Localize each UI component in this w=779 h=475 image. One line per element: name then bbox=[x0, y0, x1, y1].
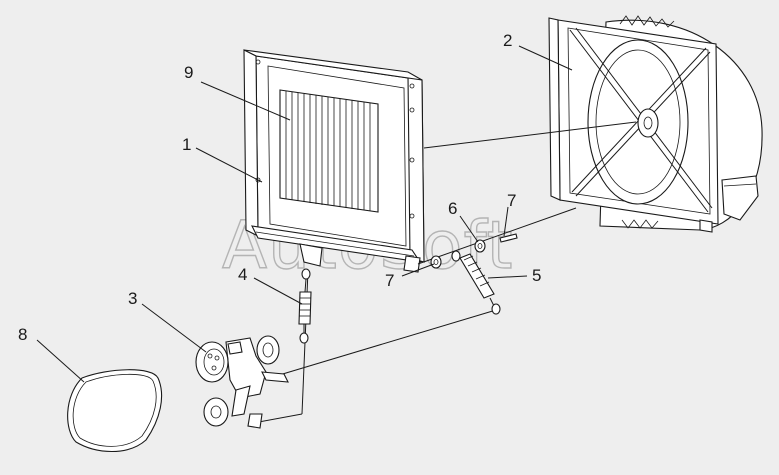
callout-numbers: 9 1 2 3 4 5 6 7 7 8 bbox=[18, 31, 541, 344]
fan-shroud-part bbox=[548, 15, 763, 233]
callout-9: 9 bbox=[184, 63, 193, 82]
callout-6: 6 bbox=[448, 199, 457, 218]
callout-3: 3 bbox=[128, 289, 137, 308]
tension-spring-rod-right bbox=[451, 250, 501, 315]
radiator-core-part bbox=[279, 89, 379, 213]
callout-1: 1 bbox=[182, 135, 191, 154]
callout-4: 4 bbox=[238, 265, 247, 284]
drive-belt-part bbox=[67, 369, 163, 452]
callout-8: 8 bbox=[18, 325, 27, 344]
callout-7-lower: 7 bbox=[385, 271, 394, 290]
callout-5: 5 bbox=[532, 266, 541, 285]
pulley-tensioner-part bbox=[195, 335, 289, 429]
bolt-washer-part bbox=[430, 233, 518, 269]
leader-lines bbox=[36, 45, 573, 383]
tension-spring-rod-left bbox=[298, 268, 312, 344]
callout-2: 2 bbox=[503, 31, 512, 50]
callout-7-upper: 7 bbox=[507, 191, 516, 210]
